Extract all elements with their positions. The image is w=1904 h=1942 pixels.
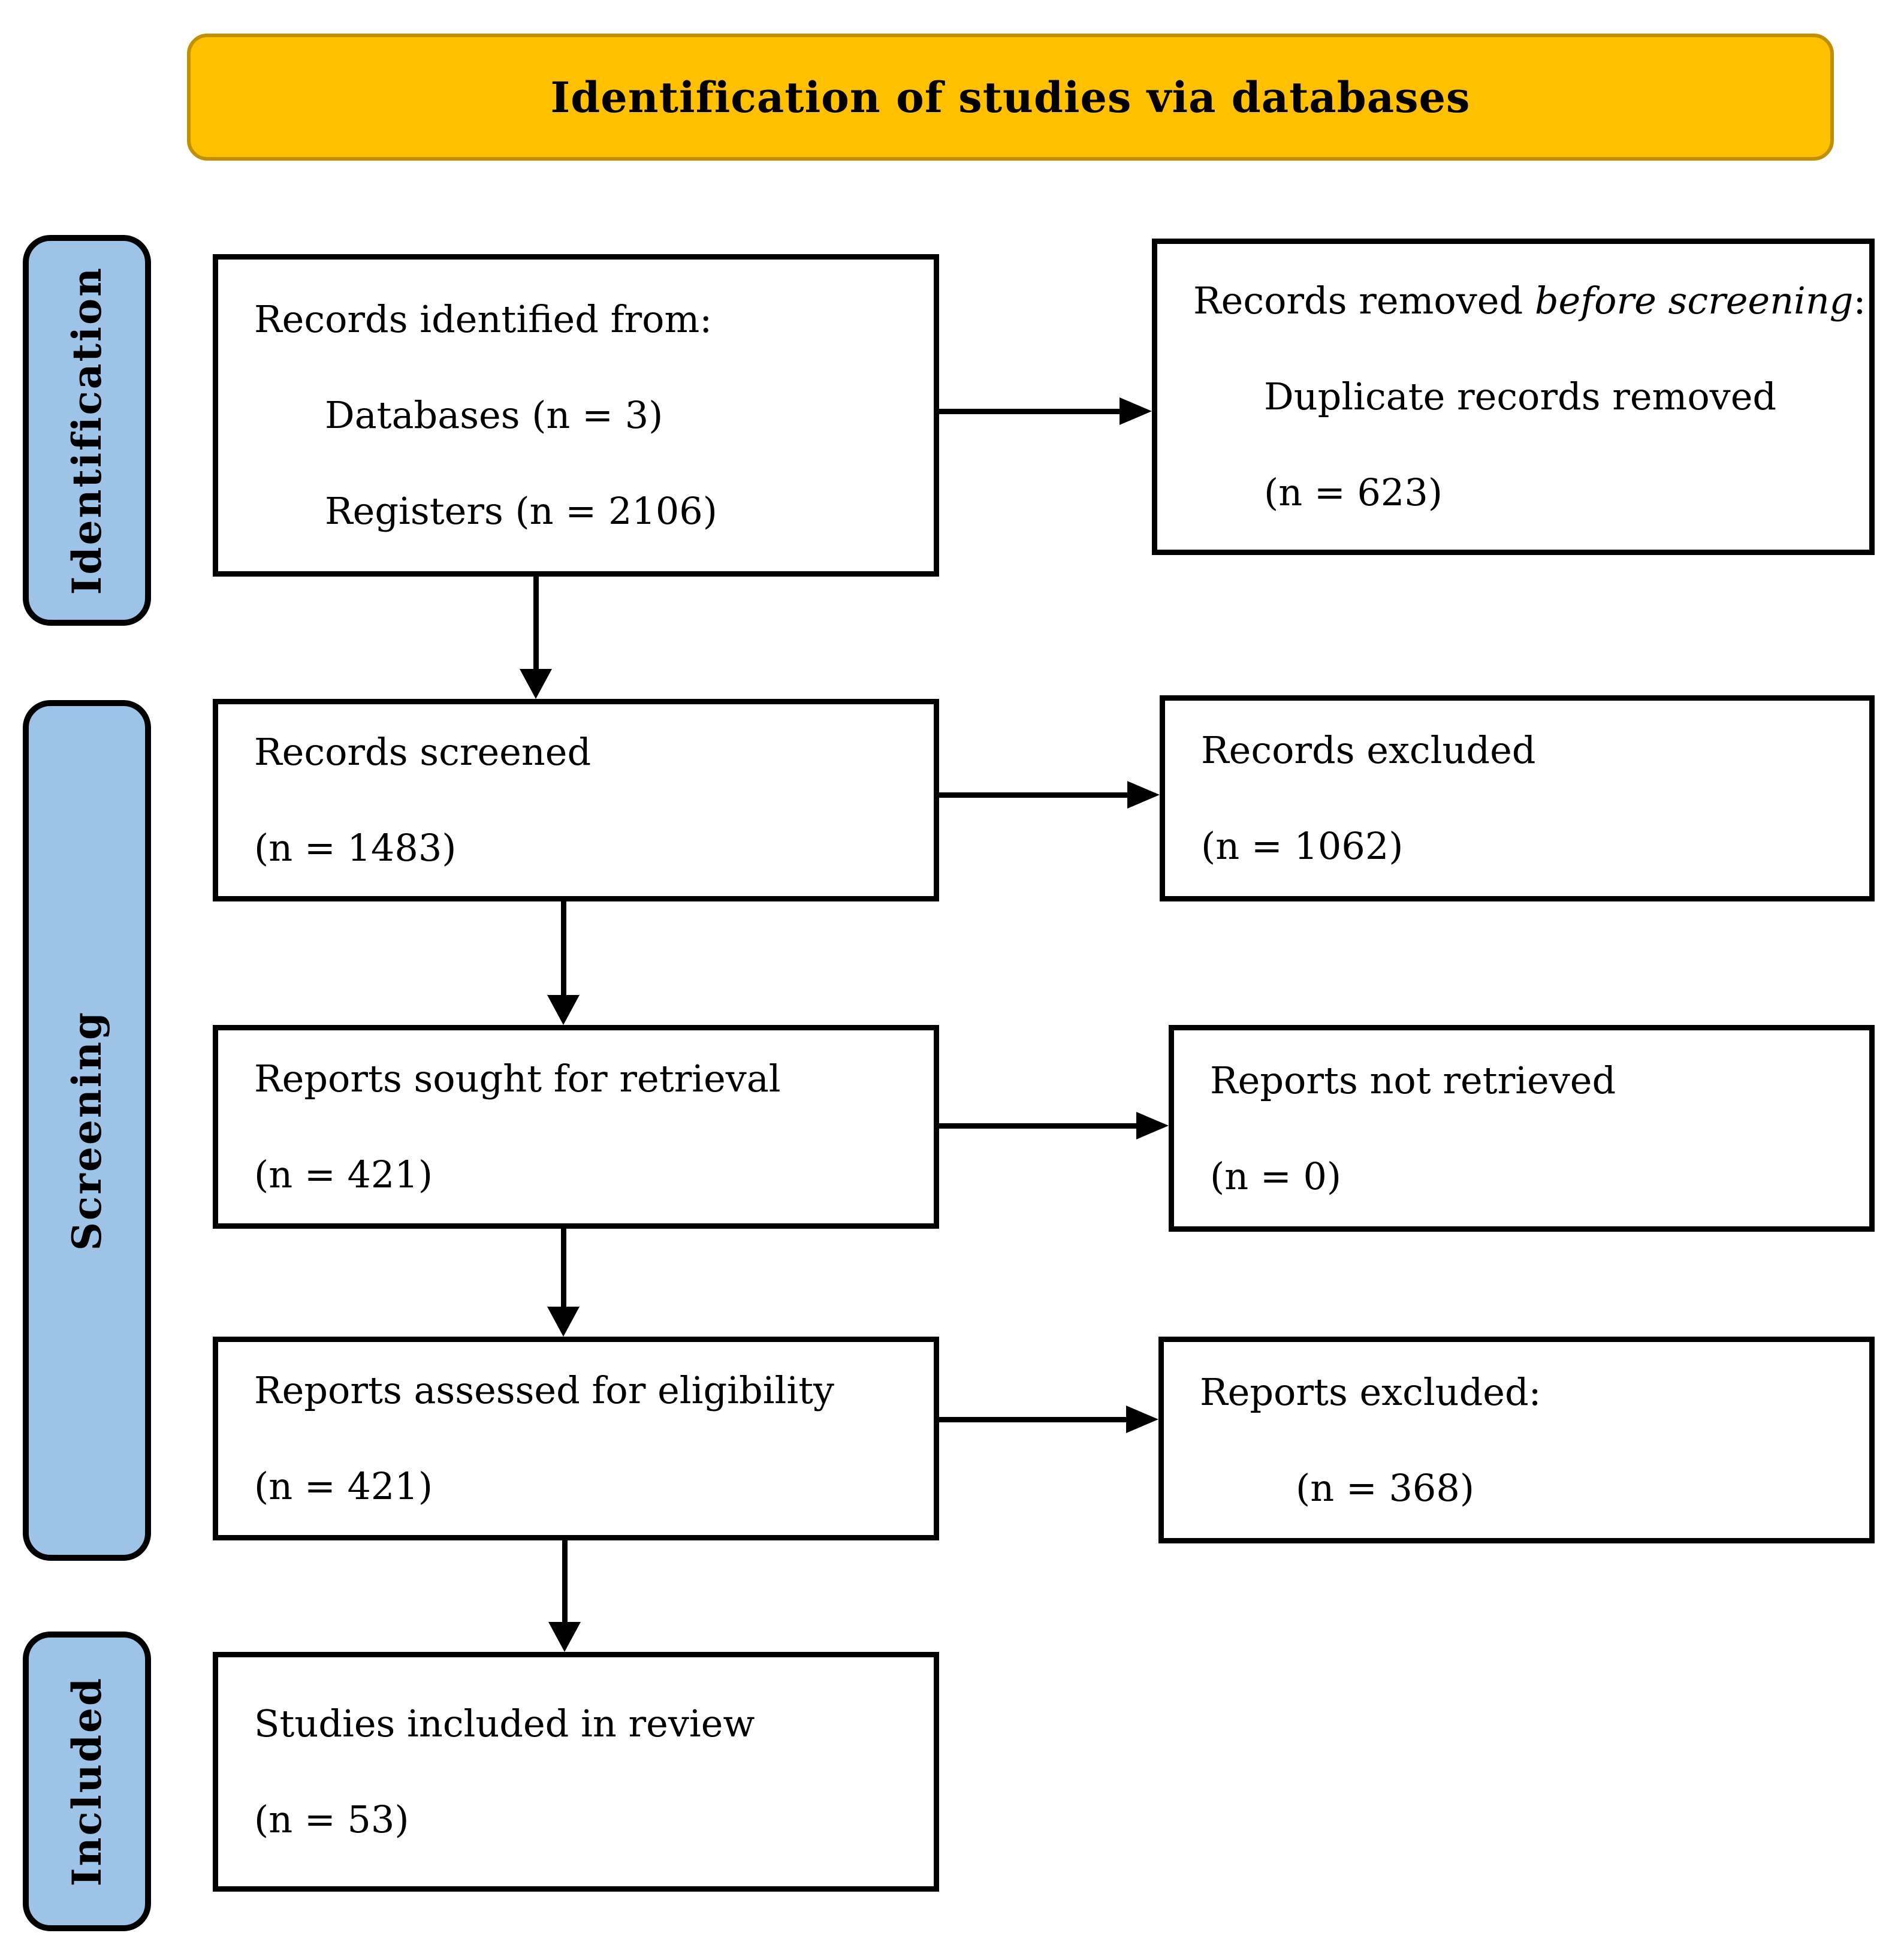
title-banner: Identification of studies via databases [187, 34, 1834, 161]
stage-label-screening-text: Screening [64, 1010, 110, 1251]
flow-box-reports-excluded: Reports excluded: (n = 368) [1158, 1337, 1875, 1543]
flow-box-reports-assessed: Reports assessed for eligibility (n = 42… [213, 1337, 939, 1540]
flow-box-records-identified: Records identified from: Databases (n = … [213, 254, 939, 577]
stage-label-included-text: Included [64, 1676, 110, 1887]
stage-label-identification-text: Identification [64, 266, 110, 595]
diagram-title: Identification of studies via databases [550, 72, 1471, 122]
records-screened-line2: (n = 1483) [254, 826, 457, 870]
reports-assessed-line2: (n = 421) [254, 1464, 433, 1508]
records-screened-line1: Records screened [254, 730, 592, 774]
stage-label-identification: Identification [23, 235, 151, 626]
reports-sought-line1: Reports sought for retrieval [254, 1057, 781, 1100]
flow-box-reports-not-retrieved: Reports not retrieved (n = 0) [1169, 1025, 1875, 1232]
records-removed-line1: Records removed before screening: [1193, 279, 1866, 322]
reports-not-retrieved-line1: Reports not retrieved [1210, 1058, 1616, 1102]
records-identified-line1: Records identified from: [254, 297, 713, 341]
stage-label-screening: Screening [23, 700, 151, 1561]
studies-included-line2: (n = 53) [254, 1798, 409, 1841]
records-identified-line3: Registers (n = 2106) [325, 489, 717, 533]
flow-box-records-excluded: Records excluded (n = 1062) [1160, 695, 1875, 901]
records-identified-line2: Databases (n = 3) [325, 393, 663, 437]
flow-box-reports-sought: Reports sought for retrieval (n = 421) [213, 1025, 939, 1229]
records-excluded-line2: (n = 1062) [1201, 824, 1404, 868]
records-removed-line2: Duplicate records removed [1264, 375, 1777, 418]
studies-included-line1: Studies included in review [254, 1702, 755, 1745]
reports-sought-line2: (n = 421) [254, 1153, 433, 1196]
records-excluded-line1: Records excluded [1201, 728, 1536, 772]
reports-assessed-line1: Reports assessed for eligibility [254, 1368, 835, 1412]
stage-label-included: Included [23, 1632, 151, 1931]
records-removed-line3: (n = 623) [1264, 471, 1443, 514]
flow-box-records-screened: Records screened (n = 1483) [213, 699, 939, 901]
reports-excluded-line1: Reports excluded: [1200, 1370, 1541, 1414]
flow-box-studies-included: Studies included in review (n = 53) [213, 1652, 939, 1892]
flow-box-records-removed: Records removed before screening: Duplic… [1152, 239, 1875, 555]
reports-excluded-line2: (n = 368) [1296, 1465, 1475, 1510]
reports-not-retrieved-line2: (n = 0) [1210, 1154, 1342, 1198]
